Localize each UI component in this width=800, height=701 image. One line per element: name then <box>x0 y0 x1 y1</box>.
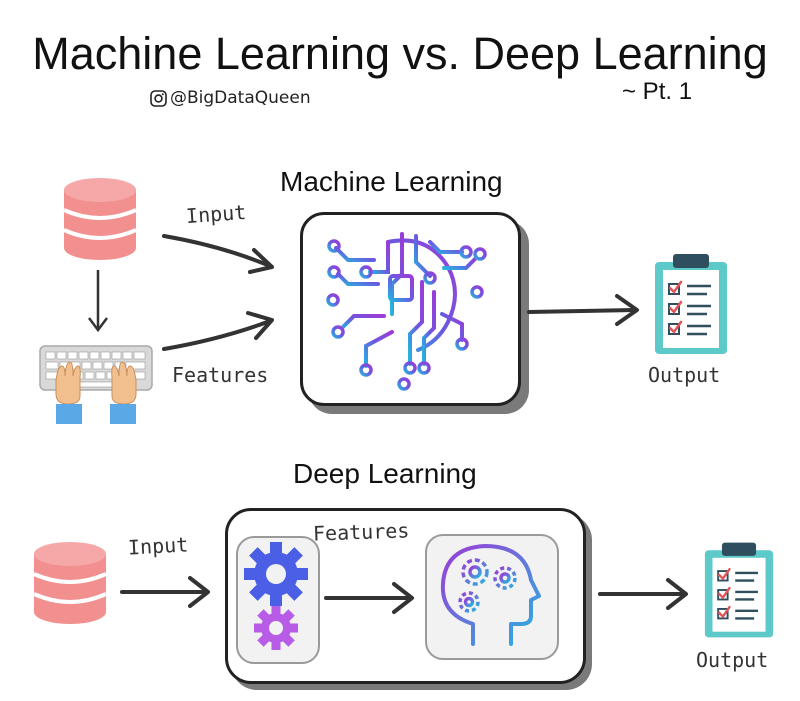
ml-clipboard-checklist-icon <box>655 254 727 354</box>
author-handle: @BigDataQueen <box>150 88 311 108</box>
ml-input-arrow <box>162 234 274 274</box>
ml-output-label: Output <box>648 363 721 387</box>
gear-head-icon <box>440 544 541 646</box>
keyboard-hands-icon <box>39 345 153 424</box>
ml-features-arrow <box>162 311 274 351</box>
ml-down-arrow <box>88 270 108 333</box>
instagram-icon <box>150 89 167 107</box>
ml-section-title: Machine Learning <box>280 166 503 197</box>
ml-output-arrow <box>527 294 639 326</box>
ml-features-label: Features <box>172 363 269 387</box>
dl-input-arrow <box>120 576 210 608</box>
circuit-brain-icon <box>326 232 487 391</box>
dl-output-label: Output <box>696 648 769 672</box>
dl-features-arrow <box>324 582 414 614</box>
dl-input-label: Input <box>127 532 189 560</box>
author-handle-text: @BigDataQueen <box>170 88 311 108</box>
dl-features-label: Features <box>312 518 410 546</box>
dl-output-arrow <box>598 578 688 610</box>
dl-database-icon <box>33 542 107 624</box>
ml-database-icon <box>63 178 137 260</box>
page-title: Machine Learning vs. Deep Learning <box>32 28 768 79</box>
dl-clipboard-checklist-icon <box>704 542 774 638</box>
part-label: ~ Pt. 1 <box>622 78 693 105</box>
gears-icon <box>244 542 308 650</box>
ml-input-label: Input <box>185 199 247 229</box>
dl-section-title: Deep Learning <box>293 458 477 489</box>
